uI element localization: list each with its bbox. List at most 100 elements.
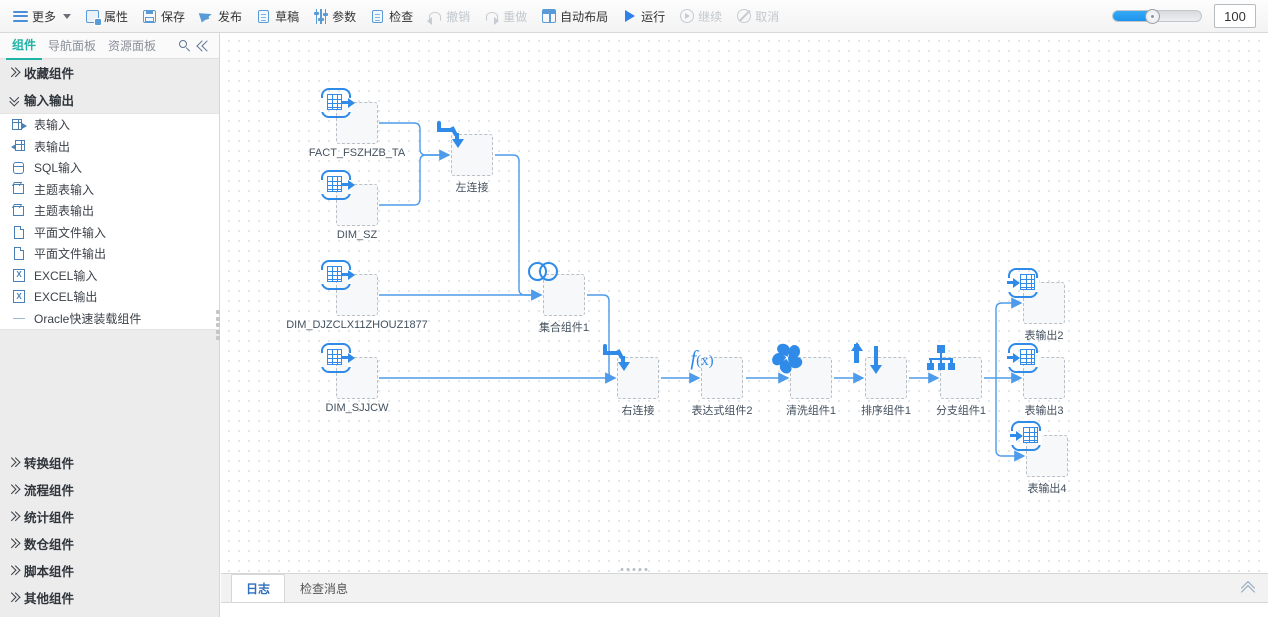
chevron-double-up-icon[interactable] [1240, 580, 1256, 600]
toolbar-label-properties: 属性 [104, 9, 129, 24]
search-icon[interactable] [179, 40, 190, 51]
tab-resource-panel[interactable]: 资源面板 [108, 38, 157, 53]
toolbar-label-redo: 重做 [503, 9, 528, 24]
table-output-icon [1007, 343, 1040, 373]
toolbar-button-save[interactable]: 保存 [135, 4, 192, 28]
zoom-slider-knob[interactable] [1145, 8, 1161, 24]
bottom-panel: 日志 检查消息 [221, 573, 1268, 617]
node-box[interactable] [320, 170, 378, 226]
sort-icon [850, 342, 882, 374]
component-item-table-input[interactable]: 表输入 [0, 114, 219, 136]
chevron-right-icon [6, 67, 20, 78]
node-label: 集合组件1 [538, 322, 590, 334]
node-label: 表输出2 [1024, 330, 1064, 342]
toolbar-button-parameters[interactable]: 参数 [306, 4, 363, 28]
component-item-oracle-loader[interactable]: Oracle快速装载组件 [0, 308, 219, 330]
sidebar-group-label: 其他组件 [24, 592, 75, 606]
toolbar-button-run[interactable]: 运行 [615, 4, 672, 28]
draft-icon [256, 9, 271, 24]
toolbar-button-publish[interactable]: 发布 [192, 4, 249, 28]
sidebar-group-other[interactable]: 其他组件 [0, 584, 219, 611]
tab-navigation-panel[interactable]: 导航面板 [48, 38, 97, 53]
flat-file-output-icon [12, 247, 26, 261]
component-item-subject-table-output[interactable]: 主题表输出 [0, 200, 219, 222]
node-box[interactable] [850, 342, 907, 399]
zoom-slider[interactable] [1112, 8, 1202, 24]
component-item-label: 主题表输入 [34, 182, 95, 197]
panel-resize-handle[interactable] [215, 310, 221, 340]
component-item-excel-input[interactable]: X EXCEL输入 [0, 265, 219, 287]
node-box[interactable] [1007, 343, 1065, 399]
parameters-icon [313, 8, 329, 24]
tab-components[interactable]: 组件 [6, 32, 43, 60]
continue-icon [679, 9, 694, 24]
node-label: 排序组件1 [860, 405, 912, 417]
connection-links [379, 122, 1026, 462]
workflow-canvas[interactable]: FACT_FSZHZB_TA DIM_SZ 左连接 [221, 33, 1268, 573]
node-box[interactable] [528, 262, 585, 316]
bottom-resize-handle[interactable] [620, 568, 648, 571]
node-label: 左连接 [455, 182, 489, 194]
toolbar-button-undo: 撤销 [420, 4, 477, 28]
check-icon [370, 9, 385, 24]
component-item-label: 表输入 [34, 118, 71, 133]
component-item-label: 平面文件输入 [34, 225, 107, 240]
sidebar-group-transform[interactable]: 转换组件 [0, 449, 219, 476]
component-item-table-output[interactable]: 表输出 [0, 136, 219, 158]
node-box[interactable] [1007, 268, 1065, 324]
toolbar-label-more: 更多 [32, 9, 57, 24]
node-box[interactable] [927, 345, 982, 399]
toolbar-label-publish: 发布 [218, 9, 243, 24]
component-item-sql-input[interactable]: SQL输入 [0, 157, 219, 179]
sidebar-group-warehouse[interactable]: 数仓组件 [0, 530, 219, 557]
tab-log[interactable]: 日志 [231, 574, 286, 602]
publish-icon [198, 8, 214, 24]
toolbar-button-draft[interactable]: 草稿 [249, 4, 306, 28]
component-item-label: SQL输入 [34, 161, 83, 176]
toolbar-label-cancel: 取消 [755, 9, 780, 24]
sidebar-group-input-output[interactable]: 输入输出 [0, 86, 219, 113]
node-box[interactable] [320, 260, 378, 316]
node-box[interactable] [437, 121, 493, 176]
chevron-right-icon [6, 565, 20, 576]
toolbar-button-auto-layout[interactable]: 自动布局 [534, 4, 615, 28]
expression-fx-icon: f(x) [690, 346, 714, 370]
node-label: DIM_SZ [336, 229, 378, 241]
node-box[interactable] [1010, 421, 1068, 477]
bottom-tabs: 日志 检查消息 [221, 574, 1268, 602]
node-label: FACT_FSZHZB_TA [308, 147, 406, 159]
component-item-flat-file-output[interactable]: 平面文件输出 [0, 243, 219, 265]
sidebar-group-statistics[interactable]: 统计组件 [0, 503, 219, 530]
component-item-flat-file-input[interactable]: 平面文件输入 [0, 222, 219, 244]
component-item-label: Oracle快速装载组件 [34, 311, 142, 326]
component-item-excel-output[interactable]: X EXCEL输出 [0, 286, 219, 308]
subject-table-output-icon [12, 204, 26, 218]
toolbar-button-check[interactable]: 检查 [363, 4, 420, 28]
sidebar-group-favorites[interactable]: 收藏组件 [0, 59, 219, 86]
node-label: DIM_DJZCLX11ZHOUZ1877 [286, 319, 428, 331]
toolbar-label-undo: 撤销 [446, 9, 471, 24]
cancel-icon [736, 9, 751, 24]
node-box[interactable]: f(x) [690, 346, 743, 399]
toolbar-button-more[interactable]: 更多 [6, 4, 78, 28]
sidebar-group-flow[interactable]: 流程组件 [0, 476, 219, 503]
component-item-label: 平面文件输出 [34, 247, 107, 262]
tab-check-messages[interactable]: 检查消息 [300, 582, 349, 596]
excel-input-icon: X [12, 268, 26, 282]
node-box[interactable] [320, 343, 378, 399]
menu-icon [13, 9, 28, 24]
sidebar-group-script[interactable]: 脚本组件 [0, 557, 219, 584]
component-item-subject-table-input[interactable]: 主题表输入 [0, 179, 219, 201]
toolbar-button-properties[interactable]: 属性 [78, 4, 135, 28]
zoom-value-input[interactable]: 100 [1214, 4, 1256, 28]
collapse-left-icon[interactable] [196, 39, 213, 52]
node-box[interactable] [603, 344, 659, 399]
zoom-controls: 100 [1112, 4, 1262, 28]
left-join-icon [437, 121, 467, 149]
redo-icon [484, 9, 500, 25]
node-box[interactable] [769, 342, 832, 399]
node-box[interactable] [320, 88, 378, 144]
chevron-right-icon [6, 511, 20, 522]
sidebar-group-label: 流程组件 [24, 484, 75, 498]
component-list-input-output: 表输入 表输出 SQL输入 主题表输入 主题表输出 [0, 113, 219, 330]
